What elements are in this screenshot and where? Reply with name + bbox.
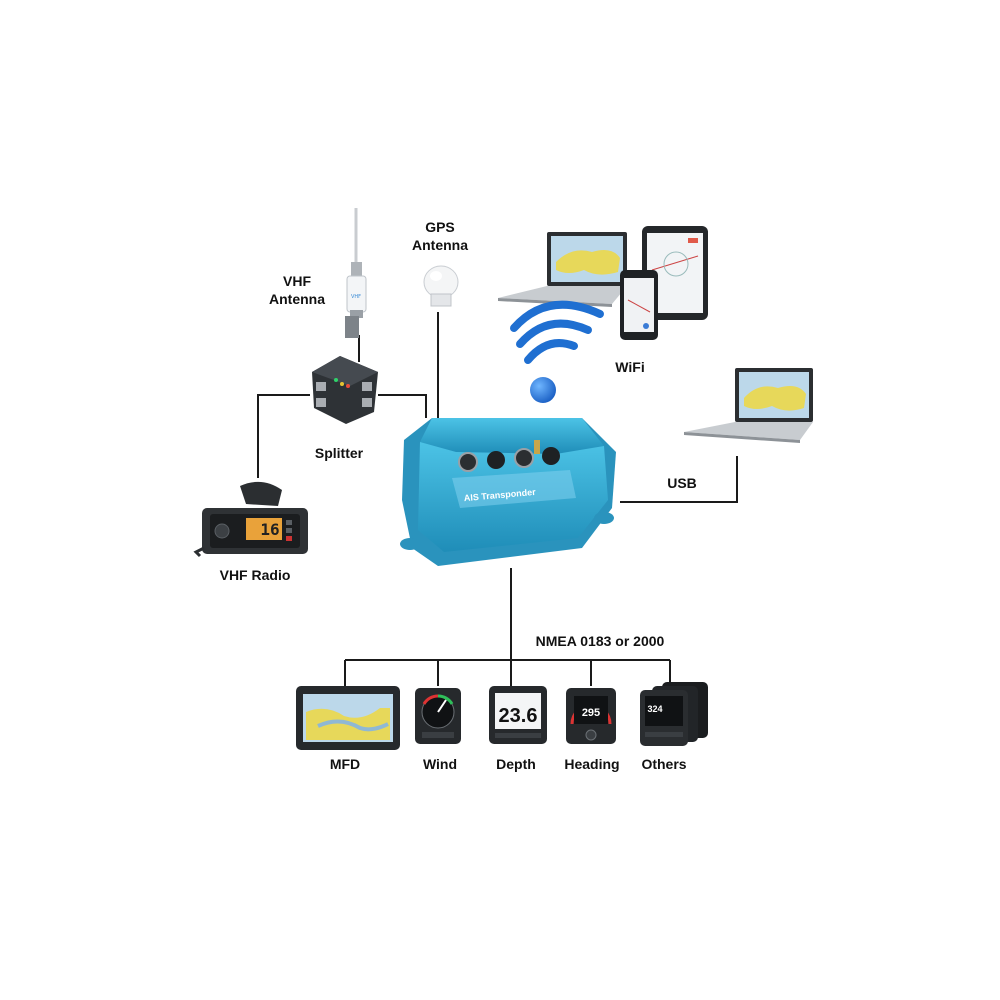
vhf-antenna-label: VHF Antenna (262, 272, 332, 308)
wind-instrument-icon (415, 688, 461, 744)
connection-lines (257, 312, 738, 690)
heading-instrument-icon: 295 (566, 688, 616, 744)
gps-antenna-label-line1: GPS (425, 219, 455, 235)
laptop-wifi-icon (498, 232, 627, 307)
laptop-usb-icon (684, 368, 813, 443)
phone-icon (620, 270, 658, 340)
vhf-radio-icon: 16 (193, 481, 308, 558)
vhf-antenna-icon: VHF (345, 208, 367, 338)
others-label: Others (641, 756, 687, 772)
nmea-label: NMEA 0183 or 2000 (535, 633, 665, 649)
mfd-icon (296, 686, 400, 750)
depth-readout: 23.6 (499, 705, 538, 727)
others-instrument-icon: 324 (640, 682, 708, 746)
usb-label: USB (667, 475, 697, 491)
gps-antenna-label-line2: Antenna (412, 237, 468, 253)
vhf-antenna-label-line1: VHF (283, 273, 311, 289)
heading-readout: 295 (582, 707, 600, 719)
gps-antenna-icon (423, 265, 459, 307)
wifi-label: WiFi (615, 359, 645, 375)
splitter-label: Splitter (314, 445, 364, 461)
depth-instrument-icon: 23.6 (489, 686, 547, 744)
line-splitter-radio (257, 394, 310, 478)
line-splitter-transponder (378, 394, 427, 418)
gps-antenna-label: GPS Antenna (405, 218, 475, 254)
line-usb (620, 456, 738, 503)
others-readout: 324 (647, 704, 662, 714)
vhf-antenna-label-line2: Antenna (269, 291, 325, 307)
svg-text:VHF: VHF (351, 294, 361, 300)
depth-label: Depth (496, 756, 536, 772)
mfd-label: MFD (329, 756, 361, 772)
heading-label: Heading (564, 756, 620, 772)
wind-label: Wind (422, 756, 458, 772)
radio-channel: 16 (260, 520, 279, 539)
ais-transponder-icon: AIS Transponder (400, 418, 616, 566)
splitter-icon (312, 356, 378, 424)
wifi-icon (510, 300, 604, 403)
vhf-radio-label: VHF Radio (219, 567, 291, 583)
